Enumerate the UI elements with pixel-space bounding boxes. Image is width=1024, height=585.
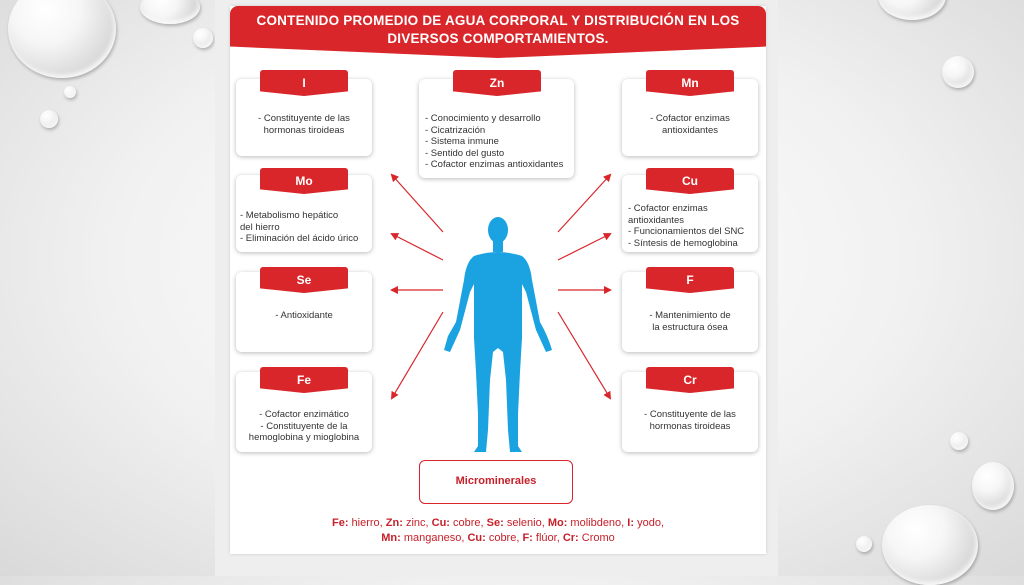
title-banner — [230, 6, 766, 58]
water-drop-decoration — [972, 462, 1014, 510]
water-drop-decoration — [942, 56, 974, 88]
card-line: hormonas tiroideas — [649, 420, 731, 432]
legend-line-2: Mn: manganeso, Cu: cobre, F: flúor, Cr: … — [240, 531, 756, 546]
tab-iron: Fe — [260, 367, 348, 393]
water-drop-decoration — [856, 536, 872, 552]
tab-chromium: Cr — [646, 367, 734, 393]
water-drop-decoration — [878, 0, 946, 20]
arrow-to-cr — [557, 311, 612, 400]
legend-name: flúor, — [532, 532, 563, 544]
card-line: - Conocimiento y desarrollo — [425, 113, 541, 124]
tab-copper: Cu — [646, 168, 734, 194]
card-line: - Constituyente de las — [644, 409, 736, 420]
card-line: la estructura ósea — [652, 321, 728, 333]
legend-abbr: I: — [627, 517, 635, 529]
tab-iodine: I — [260, 70, 348, 96]
legend-name: cobre, — [449, 517, 487, 529]
legend-name: hierro, — [348, 517, 386, 529]
water-drop-decoration — [64, 86, 76, 98]
card-copper-text: - Cofactor enzimas antioxidantes - Funci… — [628, 203, 758, 249]
legend-abbr: Cu: — [467, 532, 486, 544]
water-drop-decoration — [193, 28, 213, 48]
legend-line-1: Fe: hierro, Zn: zinc, Cu: cobre, Se: sel… — [240, 516, 756, 531]
card-line: del hierro — [240, 221, 280, 233]
card-line: - Cofactor enzimas — [650, 113, 730, 124]
legend-abbr: Mn: — [381, 532, 401, 544]
legend-name: manganeso, — [400, 532, 468, 544]
card-line: - Cofactor enzimas — [628, 203, 708, 214]
legend-abbr: Fe: — [332, 517, 349, 529]
card-selenium-text: - Antioxidante — [236, 310, 372, 322]
legend-name: yodo, — [634, 517, 664, 529]
legend-name: cobre, — [485, 532, 523, 544]
card-line: - Eliminación del ácido úrico — [240, 233, 359, 244]
legend-abbr: Zn: — [385, 517, 403, 529]
legend-abbr: Cr: — [562, 532, 579, 544]
tab-fluorine: F — [646, 267, 734, 293]
card-line: - Cicatrización — [425, 124, 486, 136]
card-line: - Sentido del gusto — [425, 147, 505, 159]
card-line: hemoglobina y mioglobina — [248, 432, 360, 443]
title-line-1: CONTENIDO PROMEDIO DE AGUA CORPORAL Y DI… — [256, 13, 740, 28]
arrow-to-cu-lower — [557, 233, 612, 261]
legend-abbr: Se: — [486, 517, 504, 529]
card-molybdenum-text: - Metabolismo hepático del hierro - Elim… — [240, 210, 372, 245]
card-line: - Metabolismo hepático — [240, 210, 339, 221]
card-iodine-text: - Constituyente de las hormonas tiroidea… — [236, 113, 372, 136]
card-line: antioxidantes — [662, 124, 718, 136]
legend-name: Cromo — [578, 532, 615, 544]
water-drop-decoration — [8, 0, 116, 78]
title-line-2: DIVERSOS COMPORTAMIENTOS. — [387, 31, 609, 46]
arrow-to-mo — [390, 173, 444, 233]
card-line: - Constituyente de la — [260, 420, 348, 432]
human-body-figure — [444, 217, 552, 452]
card-line: - Constituyente de las — [258, 113, 350, 124]
card-iron-text: - Cofactor enzimático - Constituyente de… — [236, 409, 372, 444]
legend-abbr: Cu: — [431, 517, 450, 529]
card-line: hormonas tiroideas — [263, 124, 345, 136]
legend-name: zinc, — [402, 517, 432, 529]
arrow-to-mo-lower — [390, 233, 444, 261]
card-line: - Cofactor enzimas antioxidantes — [425, 159, 564, 170]
card-line: - Funcionamientos del SNC — [628, 226, 745, 237]
card-zinc-text: - Conocimiento y desarrollo - Cicatrizac… — [425, 113, 573, 171]
card-manganese-text: - Cofactor enzimas antioxidantes — [622, 113, 758, 136]
microminerales-label: Microminerales — [455, 475, 537, 487]
legend-name: selenio, — [503, 517, 548, 529]
water-drop-decoration — [40, 110, 58, 128]
page-title: CONTENIDO PROMEDIO DE AGUA CORPORAL Y DI… — [238, 12, 758, 48]
microminerales-box: Microminerales — [419, 460, 573, 504]
arrow-to-cu — [557, 173, 612, 233]
water-drop-decoration — [882, 505, 978, 585]
tab-molybdenum: Mo — [260, 168, 348, 194]
water-drop-decoration — [950, 432, 968, 450]
card-line: - Sistema inmune — [425, 136, 499, 147]
arrow-to-fe — [390, 311, 444, 400]
legend-abbr: F: — [522, 532, 533, 544]
abbreviation-legend: Fe: hierro, Zn: zinc, Cu: cobre, Se: sel… — [240, 516, 756, 546]
legend-name: molibdeno, — [567, 517, 628, 529]
card-fluorine-text: - Mantenimiento de la estructura ósea — [622, 310, 758, 333]
tab-selenium: Se — [260, 267, 348, 293]
card-line: antioxidantes — [628, 214, 684, 226]
card-line: - Mantenimiento de — [649, 310, 731, 321]
card-chromium-text: - Constituyente de las hormonas tiroidea… — [622, 409, 758, 432]
legend-abbr: Mo: — [547, 517, 568, 529]
card-line: - Antioxidante — [275, 310, 333, 321]
card-line: - Cofactor enzimático — [259, 409, 349, 420]
tab-manganese: Mn — [646, 70, 734, 96]
tab-zinc: Zn — [453, 70, 541, 96]
card-line: - Síntesis de hemoglobina — [628, 237, 738, 249]
